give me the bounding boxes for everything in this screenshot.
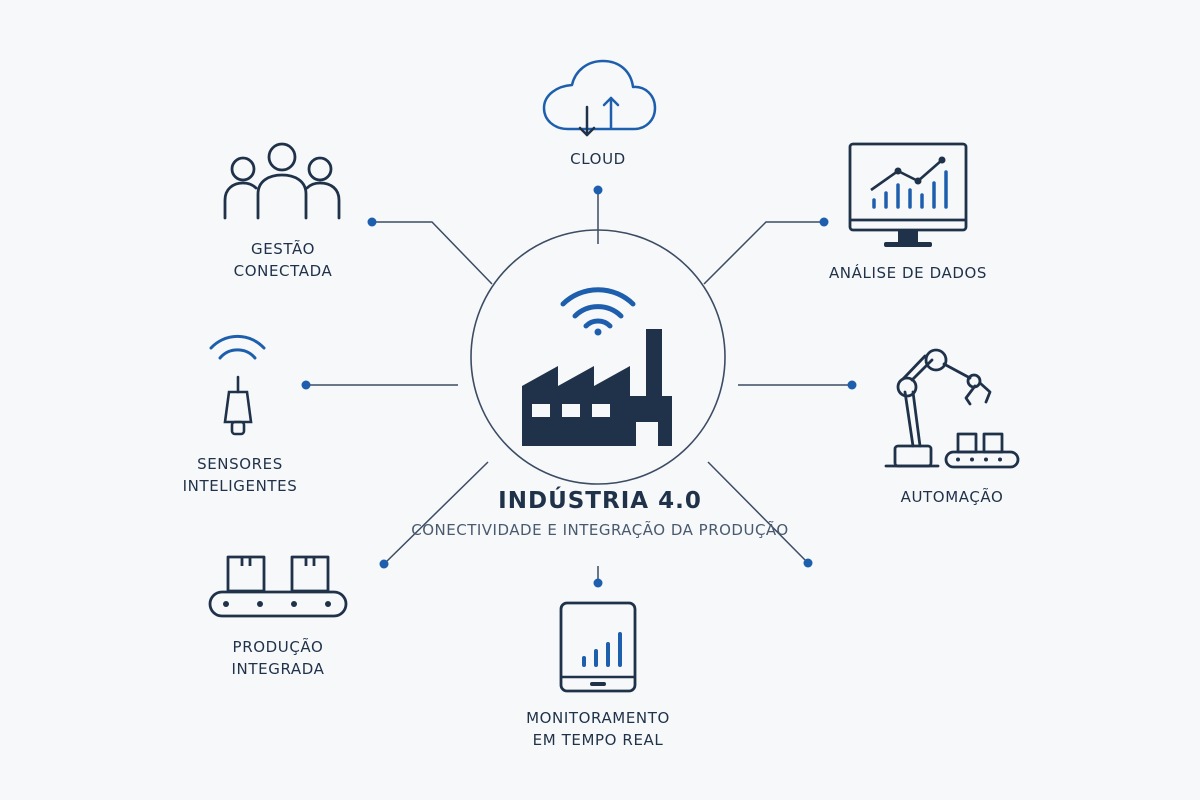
- label-producao-integrada: PRODUÇÃO INTEGRADA: [231, 638, 325, 678]
- robotic-arm-icon: [884, 348, 1020, 469]
- dot-gestao: [367, 217, 377, 227]
- hub-subtitle: CONECTIVIDADE E INTEGRAÇÃO DA PRODUÇÃO: [0, 520, 1200, 541]
- conveyor-icon: [208, 555, 348, 618]
- dot-cloud: [593, 185, 603, 195]
- connector-dots: [301, 185, 857, 588]
- label-cloud: CLOUD: [570, 150, 626, 168]
- monitor-chart-icon: [848, 142, 968, 247]
- label-gestao-conectada: GESTÃO CONECTADA: [233, 240, 333, 280]
- connectors: [306, 190, 852, 583]
- people-icon: [223, 142, 341, 220]
- label-analise-de-dados: ANÁLISE DE DADOS: [828, 264, 988, 282]
- dot-producao: [379, 559, 389, 569]
- connector-analise: [703, 221, 824, 285]
- label-monitoramento: MONITORAMENTO EM TEMPO REAL: [526, 709, 670, 749]
- hub-title: INDÚSTRIA 4.0: [498, 488, 702, 514]
- hub-subtitle-line-2: DA PRODUÇÃO: [670, 521, 789, 539]
- dot-automacao: [847, 380, 857, 390]
- hub-subtitle-line-1: CONECTIVIDADE E INTEGRAÇÃO: [411, 521, 666, 539]
- factory-icon: [522, 329, 672, 446]
- dot-monitoramento: [803, 558, 813, 568]
- cloud-sync-icon: [542, 59, 657, 137]
- connector-producao: [383, 461, 489, 565]
- label-automacao: AUTOMAÇÃO: [900, 488, 1004, 506]
- label-sensores-inteligentes: SENSORES INTELIGENTES: [182, 455, 298, 495]
- wifi-icon: [560, 287, 636, 336]
- dot-sensores: [301, 380, 311, 390]
- connector-gestao: [372, 221, 493, 285]
- dot-analise: [819, 217, 829, 227]
- connector-monitoramento: [707, 461, 809, 564]
- tablet-chart-icon: [559, 601, 637, 693]
- smart-sensor-icon: [209, 334, 266, 436]
- dot-tablet: [593, 578, 603, 588]
